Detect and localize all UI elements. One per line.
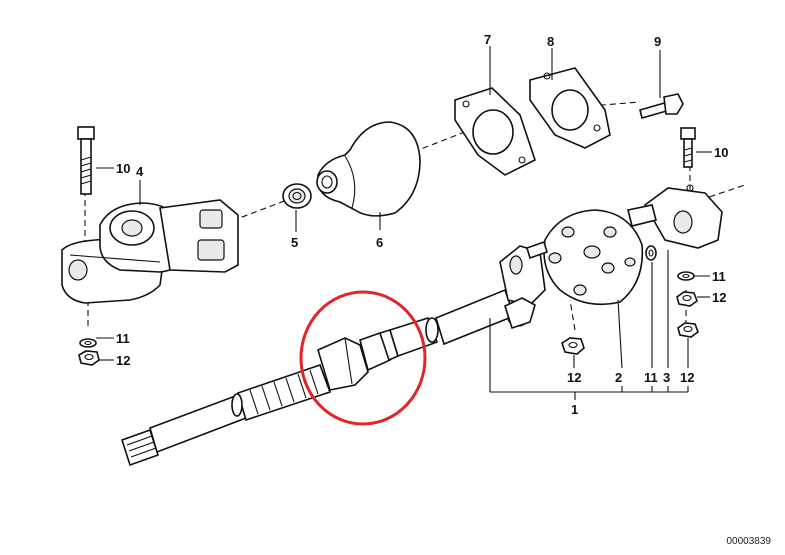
washer-center xyxy=(645,245,657,261)
nut-left xyxy=(78,350,100,366)
nut-center xyxy=(561,337,585,355)
callout-4: 4 xyxy=(136,164,144,179)
flange-plate xyxy=(454,87,536,176)
callout-12-bottom: 12 xyxy=(680,370,694,385)
nut-right-lower xyxy=(677,322,699,338)
steering-shaft xyxy=(121,240,548,467)
washer-right-lower xyxy=(677,271,695,281)
bolt-right xyxy=(680,127,696,168)
callout-1: 1 xyxy=(571,402,578,417)
callout-12-center: 12 xyxy=(567,370,581,385)
callout-9: 9 xyxy=(654,34,661,49)
callout-12-right: 12 xyxy=(712,290,726,305)
callout-6: 6 xyxy=(376,235,383,250)
callout-5: 5 xyxy=(291,235,298,250)
callout-labels: 7 8 9 10 4 10 5 6 11 12 11 12 12 2 11 3 … xyxy=(116,32,728,417)
callout-10-left: 10 xyxy=(116,161,130,176)
callout-11-bottom: 11 xyxy=(644,370,658,385)
callout-8: 8 xyxy=(547,34,554,49)
bearing xyxy=(282,183,312,209)
universal-joint xyxy=(61,199,239,304)
coupling-yoke xyxy=(627,184,723,249)
nut-right-upper xyxy=(676,291,698,307)
bolt-short xyxy=(639,93,684,119)
rubber-boot xyxy=(316,121,421,217)
callout-11-right: 11 xyxy=(712,269,726,284)
callout-3: 3 xyxy=(663,370,670,385)
callout-10-right: 10 xyxy=(714,145,728,160)
flange-gasket xyxy=(529,67,611,149)
highlight-circle xyxy=(299,290,427,426)
washer-left xyxy=(79,338,97,348)
bolt-left xyxy=(77,126,95,195)
callout-2: 2 xyxy=(615,370,622,385)
callout-11-left: 11 xyxy=(116,331,130,346)
leader-lines xyxy=(96,46,712,400)
flex-disc xyxy=(543,209,644,306)
diagram-number: 00003839 xyxy=(726,536,772,547)
callout-12-left: 12 xyxy=(116,353,130,368)
callout-7: 7 xyxy=(484,32,491,47)
